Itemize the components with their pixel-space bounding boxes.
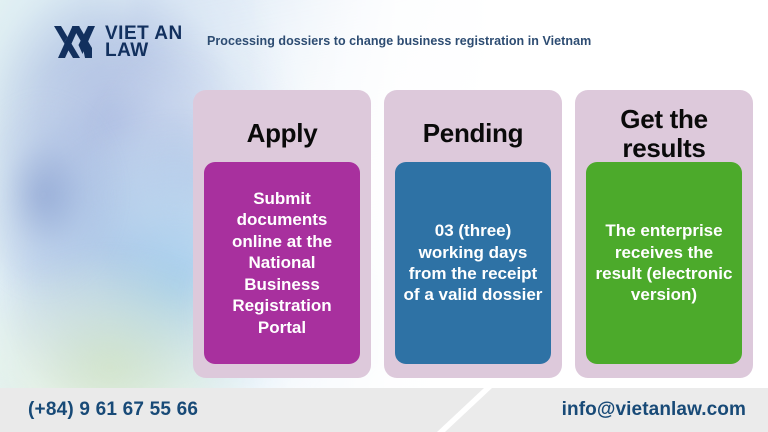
step-card-pending: Pending 03 (three) working days from the… — [384, 90, 562, 378]
step-card-apply: Apply Submit documents online at the Nat… — [193, 90, 371, 378]
header: VIET AN LAW Processing dossiers to chang… — [0, 0, 768, 82]
step-card-title: Pending — [422, 118, 524, 149]
step-card-get-the-results: Get the results The enterprise receives … — [575, 90, 753, 378]
step-card-body: The enterprise receives the result (elec… — [586, 162, 742, 364]
footer-band-left — [0, 388, 484, 432]
brand-line-1: VIET AN — [105, 22, 183, 44]
step-card-title: Apply — [246, 118, 318, 149]
page-title: Processing dossiers to change business r… — [207, 34, 592, 48]
vietan-monogram-icon — [54, 26, 95, 58]
step-card-body: Submit documents online at the National … — [204, 162, 360, 364]
brand-wordmark: VIET AN LAW — [105, 22, 183, 61]
brand-line-2: LAW — [105, 40, 149, 61]
footer: (+84) 9 61 67 55 66 info@vietanlaw.com — [0, 388, 768, 432]
footer-band-right — [445, 388, 768, 432]
contact-phone[interactable]: (+84) 9 61 67 55 66 — [28, 399, 199, 420]
brand-logo: VIET AN LAW — [52, 22, 183, 61]
contact-email[interactable]: info@vietanlaw.com — [561, 399, 746, 420]
step-card-body: 03 (three) working days from the receipt… — [395, 162, 551, 364]
step-card-title: Get the results — [620, 104, 708, 163]
background-swirl-shape — [0, 95, 120, 295]
process-steps: Apply Submit documents online at the Nat… — [193, 90, 753, 378]
